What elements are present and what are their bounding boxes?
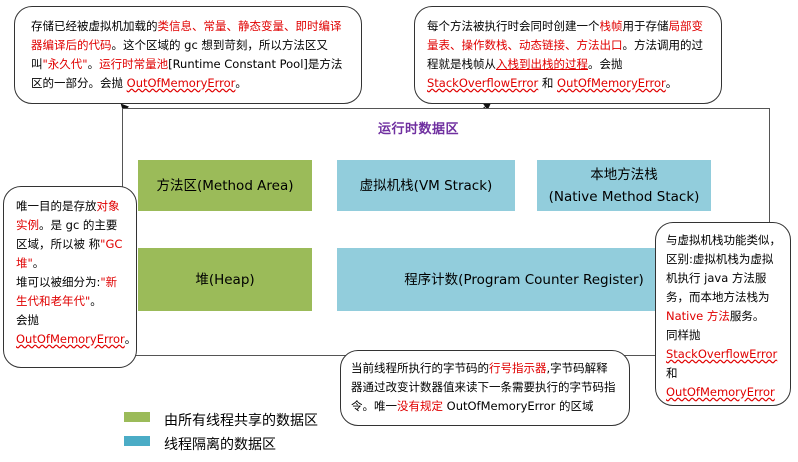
note-text: [Runtime Constant Pool]是方法区的一部分。会抛: [31, 57, 343, 90]
note-text: 。: [235, 76, 247, 90]
vm-stack-note: 每个方法被执行时会同时创建一个栈帧用于存储局部变量表、操作数栈、动态链接、方法出…: [414, 6, 722, 104]
note-text: 每个方法被执行时会同时创建一个: [427, 19, 600, 33]
legend-label-isolated: 线程隔离的数据区: [164, 437, 276, 453]
pc-register-box: 程序计数(Program Counter Register): [337, 248, 711, 311]
note-text: 和: [666, 366, 678, 380]
note-highlight: "新生代和老年代": [16, 275, 118, 308]
note-highlight: 对象实例: [16, 199, 120, 232]
note-highlight: OutOfMemoryError: [666, 385, 775, 399]
note-highlight: 类信息、常量、静态变量、即时编译器编译后的代码: [31, 19, 342, 52]
native-method-stack-box: 本地方法栈 (Native Method Stack): [537, 160, 711, 211]
pc-register-label: 程序计数(Program Counter Register): [404, 271, 644, 288]
method-area-label: 方法区(Method Area): [156, 177, 294, 194]
note-text: ,字节码解释器通过改变计数器值来读下一条需要执行的字节码指令。唯一: [351, 361, 616, 413]
note-highlight: 入栈到出栈的过程: [496, 57, 588, 71]
note-text: 堆可以被细分为:: [16, 275, 101, 289]
method-area-note: 存储已经被虚拟机加载的类信息、常量、静态变量、即时编译器编译后的代码。这个区域的…: [14, 6, 362, 104]
diagram-title: 运行时数据区: [378, 122, 460, 137]
vm-stack-label: 虚拟机栈(VM Strack): [359, 177, 493, 194]
note-highlight: Native 方法: [666, 309, 730, 323]
note-text: 存储已经被虚拟机加载的: [31, 19, 158, 33]
note-text: 。: [665, 76, 678, 90]
note-highlight: OutOfMemoryError: [126, 76, 236, 90]
note-highlight: StackOverflowError: [427, 76, 539, 90]
heap-note: 唯一目的是存放对象实例。是 gc 的主要区域，所以被 称"GC 堆"。堆可以被细…: [3, 186, 137, 368]
note-text: 。方法调用的过程就是栈帧从: [427, 38, 703, 71]
heap-label: 堆(Heap): [195, 271, 255, 288]
native-stack-label-line1: 本地方法栈: [590, 166, 658, 183]
note-text: 用于存储: [622, 19, 669, 33]
note-highlight: OutOfMemoryError: [16, 332, 125, 346]
note-text: OutOfMemoryError 的区域: [443, 399, 594, 413]
note-text: 。: [87, 57, 100, 71]
note-text: 与虚拟机栈功能类似，区别:虚拟机栈为虚拟机执行 java 方法服务，而本地方法栈…: [666, 233, 781, 304]
note-text: 和: [538, 76, 558, 90]
note-text: 服务。: [729, 309, 765, 323]
note-text: 。会抛: [588, 57, 623, 71]
note-highlight: 没有规定: [397, 399, 443, 413]
note-text: 。: [32, 256, 45, 270]
note-highlight: 运行时常量池: [99, 57, 169, 71]
note-text: 。是 gc 的主要区域，所以被 称: [16, 218, 118, 251]
native-stack-label-line2: (Native Method Stack): [548, 188, 700, 205]
note-text: 同样抛: [666, 328, 701, 342]
note-text: 当前线程所执行的字节码的: [351, 361, 489, 375]
legend-label-shared: 由所有线程共享的数据区: [164, 413, 318, 429]
note-highlight: 栈帧: [599, 19, 623, 33]
note-highlight: "永久代": [42, 57, 88, 71]
legend-swatch-shared: [124, 412, 150, 422]
vm-stack-box: 虚拟机栈(VM Strack): [337, 160, 515, 211]
note-highlight: "GC 堆": [16, 237, 123, 270]
note-highlight: 行号指示器: [489, 361, 547, 375]
note-text: 。: [124, 332, 137, 346]
note-highlight: 局部变量表、操作数栈、动态链接、方法出口: [427, 19, 703, 52]
heap-box: 堆(Heap): [138, 248, 312, 311]
note-highlight: StackOverflowError: [666, 347, 778, 361]
legend-swatch-isolated: [124, 436, 150, 446]
note-text: 。这个区域的 gc 想到苛刻，所以方法区又叫: [31, 38, 328, 71]
note-text: 会抛: [16, 313, 39, 327]
method-area-box: 方法区(Method Area): [138, 160, 312, 211]
note-text: 唯一目的是存放: [16, 199, 97, 213]
note-highlight: OutOfMemoryError: [557, 76, 666, 90]
note-text: 。: [90, 294, 102, 308]
native-method-stack-note: 与虚拟机栈功能类似，区别:虚拟机栈为虚拟机执行 java 方法服务，而本地方法栈…: [655, 222, 791, 406]
pc-register-note: 当前线程所执行的字节码的行号指示器,字节码解释器通过改变计数器值来读下一条需要执…: [340, 350, 630, 426]
